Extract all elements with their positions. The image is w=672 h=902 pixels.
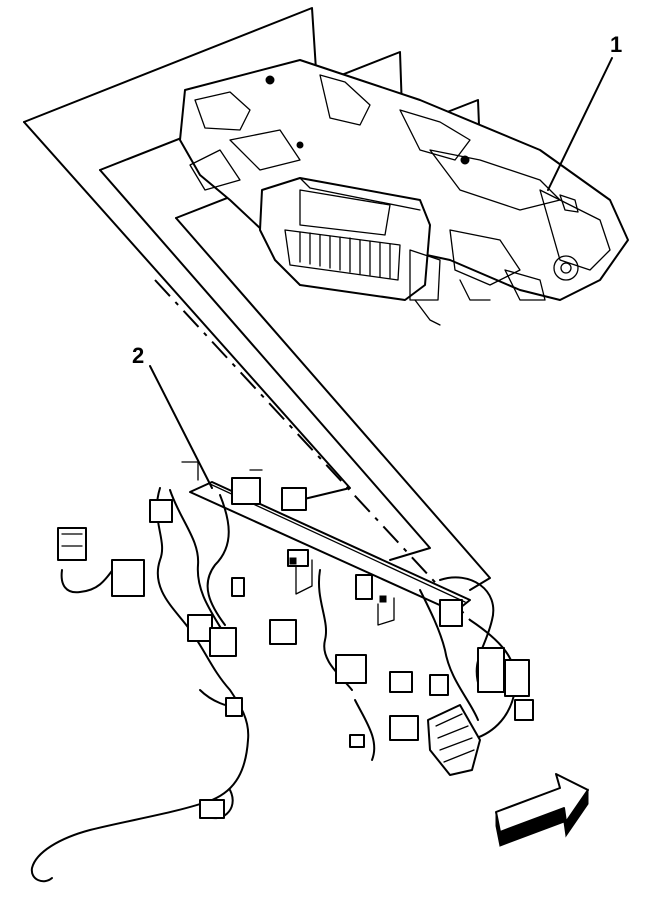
callout-2-label: 2 <box>132 343 144 368</box>
callout-1: 1 <box>547 32 622 191</box>
callout-1-label: 1 <box>610 32 622 57</box>
connector-left <box>57 527 87 561</box>
callout-2: 2 <box>132 343 213 489</box>
hvac-fins <box>299 231 391 279</box>
instrument-panel-wiring-harness <box>23 121 534 883</box>
callout-1-leader <box>547 57 613 191</box>
instrument-panel-carrier <box>23 7 629 326</box>
connector-junction <box>427 704 481 776</box>
forward-arrow-icon <box>495 773 589 847</box>
connector-bcm <box>111 559 145 597</box>
connector-center <box>335 654 367 684</box>
alignment-centerline <box>154 279 471 621</box>
callout-2-leader <box>149 365 213 489</box>
connector-fuse-block <box>477 647 505 693</box>
